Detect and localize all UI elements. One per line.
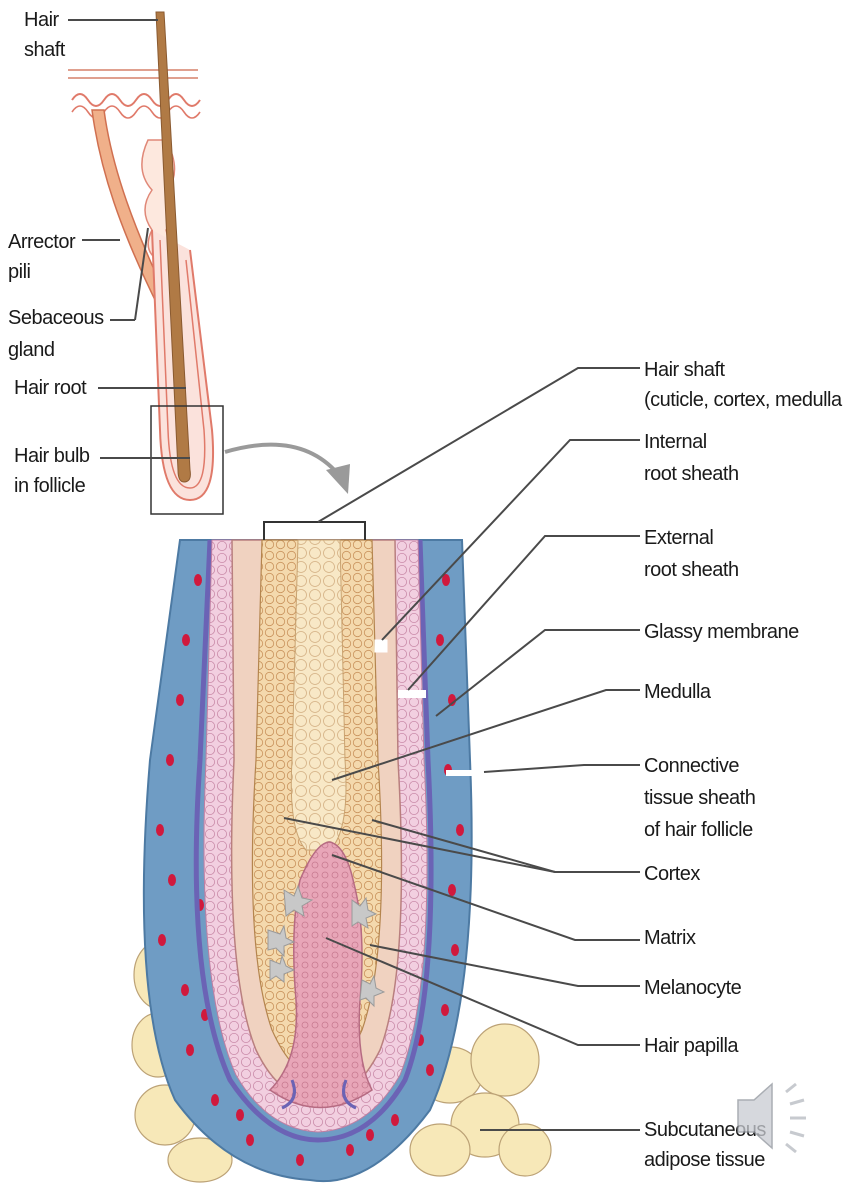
label-arrector-pili: Arrector pili [8, 231, 80, 283]
label-melanocyte: Melanocyte [644, 977, 742, 999]
label-sebaceous-gland: Sebaceous gland [8, 307, 109, 361]
label-internal-root-sheath: Internal root sheath [644, 431, 739, 485]
label-external-root-sheath: External root sheath [644, 527, 739, 581]
hair-shaft-bracket [264, 522, 365, 540]
label-hair-papilla: Hair papilla [644, 1035, 739, 1057]
label-hair-shaft-top: Hair shaft [24, 9, 66, 61]
overview-follicle [68, 12, 350, 514]
label-cortex: Cortex [644, 863, 700, 885]
speaker-icon[interactable] [738, 1084, 806, 1152]
label-glassy-membrane: Glassy membrane [644, 621, 799, 643]
label-connective-tissue-sheath: Connective tissue sheath of hair follicl… [644, 755, 760, 841]
medulla-region [291, 540, 346, 850]
label-hair-shaft-detail: Hair shaft (cuticle, cortex, medulla [644, 359, 843, 411]
label-matrix: Matrix [644, 927, 696, 949]
label-medulla: Medulla [644, 681, 712, 703]
label-hair-root: Hair root [14, 377, 87, 399]
label-hair-bulb: Hair bulb in follicle [14, 445, 95, 497]
